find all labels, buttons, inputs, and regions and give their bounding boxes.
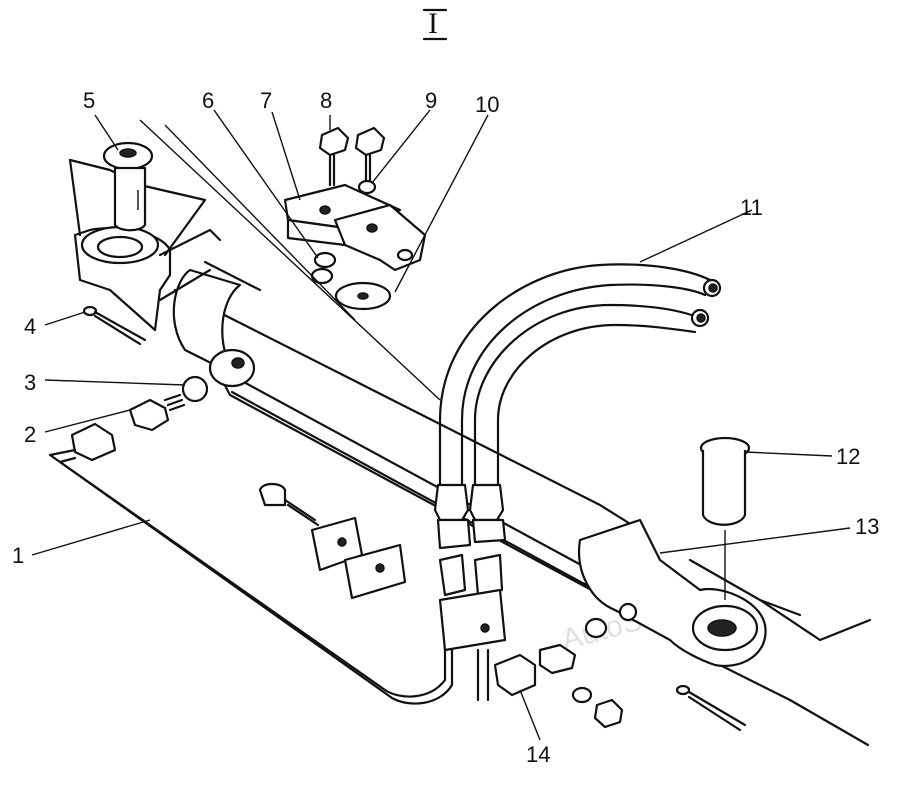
callout-2: 2 bbox=[24, 422, 36, 447]
o-ring-part-3 bbox=[181, 375, 209, 403]
hose-end-fittings bbox=[433, 483, 507, 550]
cotter-pin-right bbox=[675, 684, 747, 732]
left-clevis-bracket bbox=[68, 158, 222, 332]
clamp-block-part-7 bbox=[283, 183, 427, 272]
callout-3: 3 bbox=[24, 370, 36, 395]
pin-part-5 bbox=[102, 141, 154, 232]
callout-1: 1 bbox=[12, 543, 24, 568]
pipe-part-1 bbox=[48, 448, 454, 705]
hoses-part-11 bbox=[438, 263, 722, 487]
callout-11: 11 bbox=[740, 195, 763, 220]
rod-end-eye-part-13 bbox=[577, 518, 767, 668]
pipe-clamp-assembly bbox=[258, 482, 407, 600]
bolt-part-8 bbox=[318, 126, 386, 187]
fitting-part-2 bbox=[70, 393, 186, 462]
cylinder-port-boss bbox=[208, 348, 256, 388]
leader-lines bbox=[31, 109, 851, 741]
tee-block bbox=[438, 553, 507, 702]
callout-10: 10 bbox=[475, 92, 499, 117]
callout-12: 12 bbox=[836, 444, 860, 469]
lock-washer-part-9 bbox=[357, 179, 377, 195]
callout-4: 4 bbox=[24, 314, 36, 339]
diagram-title: I bbox=[428, 7, 438, 40]
fitting-part-14 bbox=[493, 643, 624, 729]
callout-5: 5 bbox=[83, 88, 95, 113]
hydraulic-cylinder bbox=[158, 260, 642, 602]
callout-9: 9 bbox=[425, 88, 437, 113]
callout-8: 8 bbox=[320, 88, 332, 113]
callout-13: 13 bbox=[855, 514, 879, 539]
cotter-pin-part-4 bbox=[82, 305, 147, 346]
callout-6: 6 bbox=[202, 88, 214, 113]
pin-part-12 bbox=[699, 436, 751, 600]
callout-14: 14 bbox=[526, 742, 550, 767]
callout-7: 7 bbox=[260, 88, 272, 113]
washer-part-10 bbox=[334, 281, 392, 311]
